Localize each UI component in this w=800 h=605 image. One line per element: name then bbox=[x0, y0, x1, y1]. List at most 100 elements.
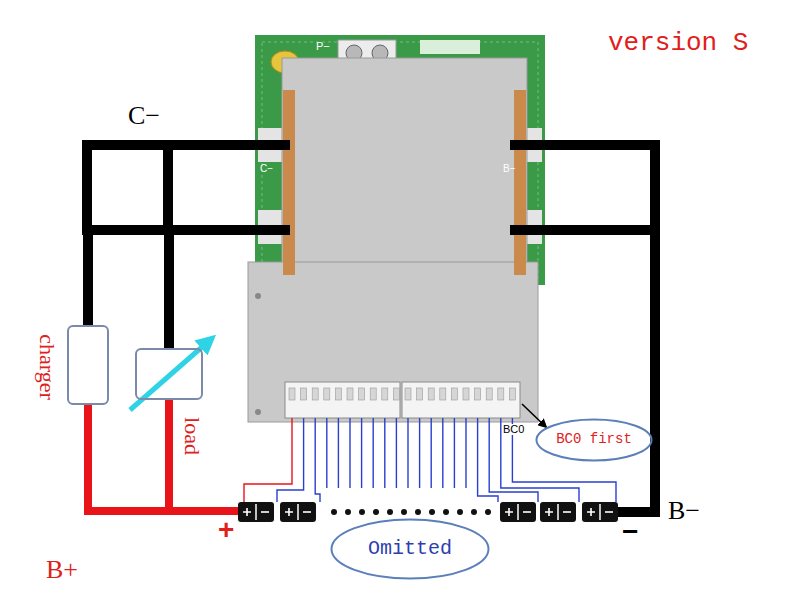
cell-divider bbox=[557, 504, 559, 520]
b-minus-wire bbox=[515, 225, 655, 235]
connector-pin bbox=[312, 388, 318, 400]
leader-arrow bbox=[522, 404, 546, 427]
c-minus-wire bbox=[87, 145, 285, 230]
omitted-dot bbox=[457, 509, 463, 515]
balance-wire bbox=[277, 418, 304, 502]
node-label: charger bbox=[35, 334, 59, 400]
balance-wire bbox=[373, 418, 374, 488]
battery-cells bbox=[238, 502, 618, 522]
balance-wire bbox=[431, 418, 432, 488]
omitted-dot bbox=[471, 509, 477, 515]
battery-cell bbox=[238, 502, 274, 522]
pcb-pad bbox=[420, 40, 480, 54]
cell-minus-mark bbox=[261, 511, 269, 513]
power-wire bbox=[88, 230, 169, 348]
pcb-board bbox=[255, 35, 545, 285]
cell-plus-mark bbox=[545, 508, 553, 516]
connector-pin bbox=[428, 388, 434, 400]
connector-pin bbox=[451, 388, 457, 400]
cell-divider bbox=[255, 504, 257, 520]
balance-wire bbox=[326, 418, 327, 488]
terminal-label: B+ bbox=[46, 557, 78, 583]
balance-wire bbox=[419, 418, 420, 488]
load-box: load bbox=[135, 348, 203, 400]
balance-connector bbox=[285, 382, 400, 418]
b-minus-wire bbox=[515, 145, 655, 512]
b-plus-wire bbox=[168, 507, 236, 515]
terminal-label: B− bbox=[668, 498, 700, 524]
cell-plus-mark bbox=[243, 508, 251, 516]
cell-minus-mark bbox=[303, 511, 311, 513]
node-label: load bbox=[180, 417, 204, 455]
terminal-label: C− bbox=[128, 103, 160, 129]
balance-wire bbox=[478, 418, 498, 502]
version-label: version S bbox=[608, 30, 748, 56]
ellipse-shape bbox=[332, 520, 489, 579]
omitted-dot bbox=[415, 509, 421, 515]
omitted-dot bbox=[331, 509, 337, 515]
c-minus-wire bbox=[163, 145, 173, 230]
variable-load-arrow bbox=[130, 340, 210, 410]
balance-wire bbox=[454, 418, 455, 488]
polarity-mark: − bbox=[622, 518, 638, 546]
connector-pin bbox=[301, 388, 307, 400]
polarity-mark: + bbox=[218, 516, 234, 544]
connector-pin bbox=[417, 388, 423, 400]
omitted-dot bbox=[485, 509, 491, 515]
connector-pin bbox=[475, 388, 481, 400]
copper-strip bbox=[283, 90, 295, 275]
omitted-dot bbox=[345, 509, 351, 515]
connector-pin bbox=[382, 388, 388, 400]
omitted-dot bbox=[429, 509, 435, 515]
omitted-dot bbox=[387, 509, 393, 515]
connector-pin bbox=[440, 388, 446, 400]
balance-wire bbox=[349, 418, 350, 488]
cell-minus-mark bbox=[523, 511, 531, 513]
connector-pin bbox=[324, 388, 330, 400]
battery-cell bbox=[280, 502, 316, 522]
omitted-dot bbox=[359, 509, 365, 515]
balance-connector bbox=[402, 382, 520, 418]
cell-divider bbox=[517, 504, 519, 520]
heatsink bbox=[248, 262, 538, 422]
copper-strip bbox=[514, 90, 526, 275]
cell-body bbox=[500, 502, 536, 522]
omitted-dot bbox=[443, 509, 449, 515]
node-label: BC0 first bbox=[556, 432, 632, 447]
battery-cell bbox=[540, 502, 576, 522]
omitted-dot bbox=[401, 509, 407, 515]
battery-cell bbox=[500, 502, 536, 522]
board-marking: P− bbox=[316, 41, 330, 52]
cell-plus-mark bbox=[587, 508, 595, 516]
connector-pin bbox=[335, 388, 341, 400]
cell-body bbox=[280, 502, 316, 522]
note-ellipse: BC0 first bbox=[535, 418, 653, 462]
balance-wire bbox=[315, 418, 320, 502]
balance-wire bbox=[407, 418, 408, 488]
omitted-dots bbox=[331, 509, 491, 515]
connector-pin bbox=[509, 388, 515, 400]
connector-pin bbox=[370, 388, 376, 400]
connector-pin bbox=[486, 388, 492, 400]
cell-plus-mark bbox=[285, 508, 293, 516]
charger-box: charger bbox=[67, 325, 109, 405]
connector-pin bbox=[463, 388, 469, 400]
balance-wire bbox=[465, 418, 466, 488]
board-marking: B− bbox=[503, 164, 516, 174]
connector-pin bbox=[347, 388, 353, 400]
note-ellipse: Omitted bbox=[330, 518, 490, 580]
connector-pin bbox=[498, 388, 504, 400]
board-marking: C− bbox=[260, 164, 273, 174]
connector-pin bbox=[359, 388, 365, 400]
balance-wire bbox=[384, 418, 385, 488]
pin-label: BC0 bbox=[503, 424, 524, 435]
cell-body bbox=[540, 502, 576, 522]
pcb-trace bbox=[262, 42, 538, 278]
heatsink bbox=[282, 58, 527, 278]
cell-divider bbox=[297, 504, 299, 520]
node-label: Omitted bbox=[368, 538, 452, 560]
cell-minus-mark bbox=[605, 511, 613, 513]
cell-divider bbox=[599, 504, 601, 520]
omitted-dot bbox=[373, 509, 379, 515]
